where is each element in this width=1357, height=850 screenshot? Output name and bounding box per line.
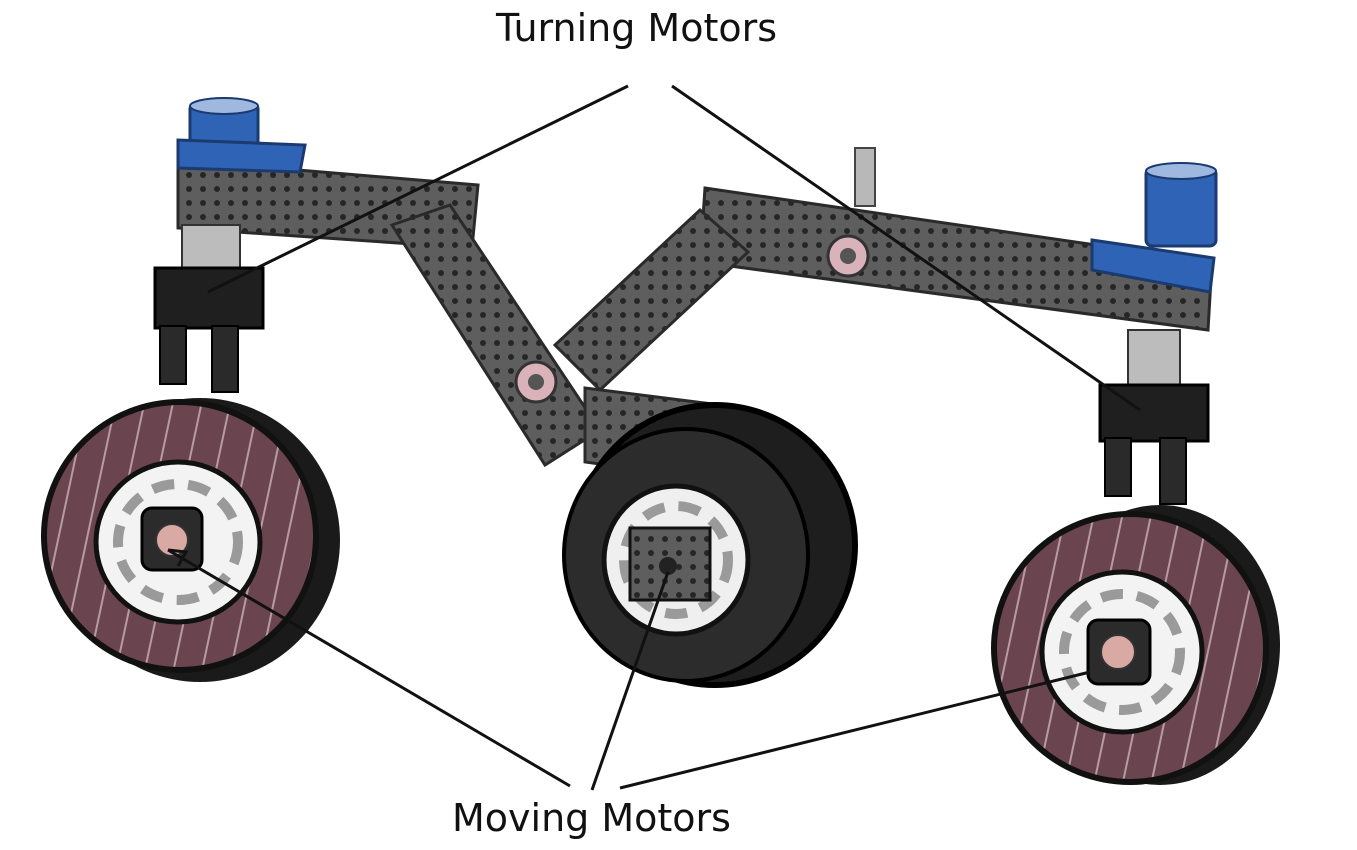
turning-leader-left [207, 84, 629, 294]
right-diagonal-link [552, 207, 751, 393]
turning-motors-label: Turning Motors [496, 6, 778, 50]
callout-lines [167, 84, 1141, 791]
arrowhead-left [167, 548, 189, 567]
moving-leader-right [619, 670, 1091, 790]
turning-leader-right [671, 84, 1141, 412]
moving-motors-label: Moving Motors [452, 796, 731, 840]
moving-leader-center [590, 571, 670, 791]
left-turning-motor [153, 97, 307, 393]
right-wheel [991, 505, 1280, 785]
standoff-post [854, 147, 876, 207]
left-steering-bracket [153, 266, 265, 330]
moving-leader-left [167, 548, 571, 788]
left-wheel [41, 398, 340, 682]
center-wheel [562, 402, 858, 688]
right-turning-motor [1090, 162, 1218, 505]
